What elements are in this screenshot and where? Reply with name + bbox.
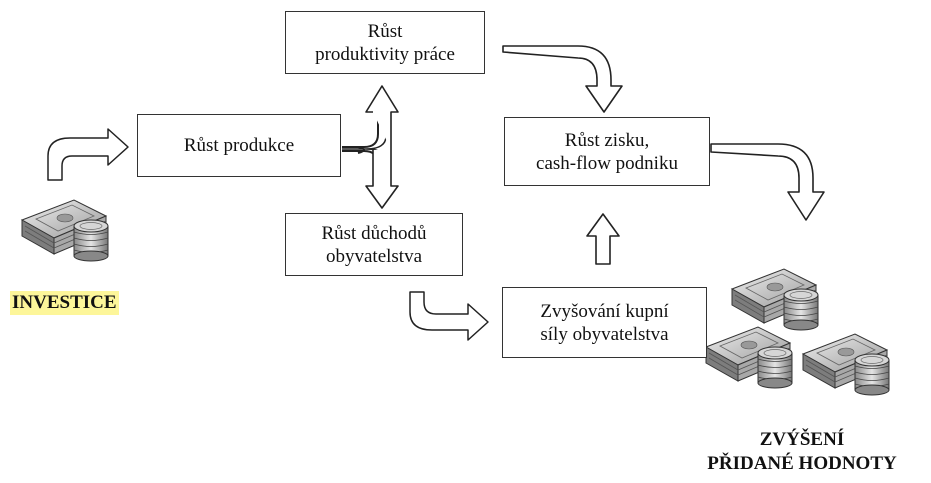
money-stack-icon xyxy=(731,268,819,331)
arrow-investment-to-production xyxy=(47,128,129,181)
box-line: Růst důchodů xyxy=(321,222,427,244)
box-line: Růst xyxy=(367,20,403,42)
arrow-up-to-productivity xyxy=(365,85,399,150)
result-line: ZVÝŠENÍ xyxy=(759,429,845,450)
result-line: PŘIDANÉ HODNOTY xyxy=(707,453,897,474)
money-stack-icon xyxy=(802,333,890,396)
box-profit-growth: Růst zisku, cash-flow podniku xyxy=(504,117,710,186)
money-stack-icon xyxy=(21,199,109,262)
box-line: Růst zisku, xyxy=(564,129,650,151)
arrow-profit-to-result xyxy=(710,143,825,221)
arrow-income-to-purchasing xyxy=(409,291,489,341)
arrow-up-to-profit xyxy=(586,213,620,265)
box-line: produktivity práce xyxy=(315,43,455,65)
box-production-growth: Růst produkce xyxy=(137,114,341,177)
box-income-growth: Růst důchodů obyvatelstva xyxy=(285,213,463,276)
arrow-productivity-to-profit xyxy=(502,45,623,113)
investment-label: INVESTICE xyxy=(10,291,119,315)
box-line: Růst produkce xyxy=(183,135,295,156)
money-stack-icon xyxy=(705,326,793,389)
box-purchasing-power: Zvyšování kupní síly obyvatelstva xyxy=(502,287,707,358)
arrow-down-to-income xyxy=(365,150,399,209)
box-line: síly obyvatelstva xyxy=(540,323,669,345)
box-line: Zvyšování kupní xyxy=(540,300,669,322)
value-added-increase-label: ZVÝŠENÍ PŘIDANÉ HODNOTY xyxy=(682,428,922,476)
box-line: cash-flow podniku xyxy=(536,152,678,174)
box-line: obyvatelstva xyxy=(325,245,423,267)
box-productivity-growth: Růst produktivity práce xyxy=(285,11,485,74)
